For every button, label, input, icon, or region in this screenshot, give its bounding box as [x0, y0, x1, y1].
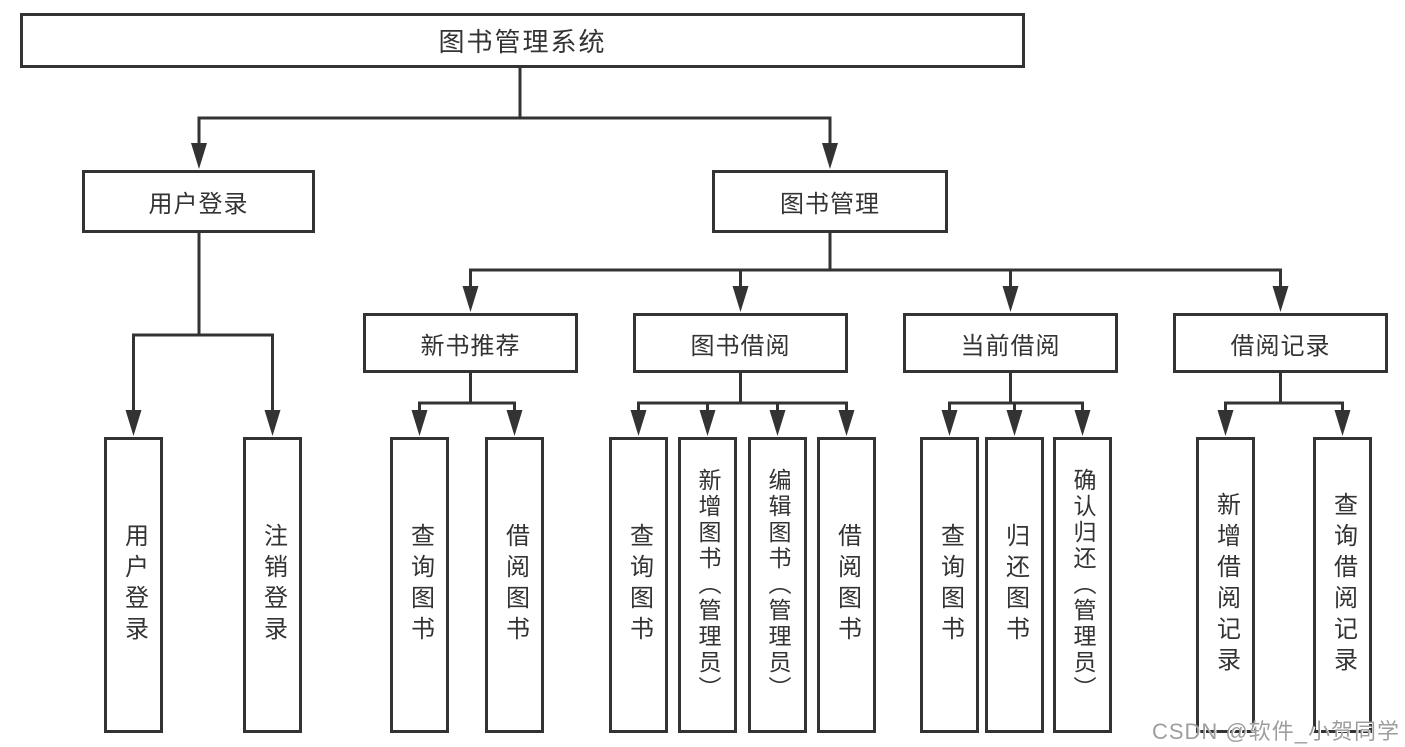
leaf-logout: 注销登录	[243, 437, 302, 733]
leaf-query-books-borrowing: 查询图书	[609, 437, 668, 733]
node-user-login: 用户登录	[82, 170, 315, 233]
leaf-confirm-return-admin: 确认归还（管理员）	[1053, 437, 1112, 733]
node-new-book-recommendation: 新书推荐	[363, 313, 578, 373]
leaf-borrow-books-recommendation: 借阅图书	[485, 437, 544, 733]
leaf-return-books: 归还图书	[985, 437, 1044, 733]
csdn-watermark: CSDN @软件_小贺同学	[1151, 719, 1400, 744]
leaf-user-login: 用户登录	[104, 437, 163, 733]
node-current-borrowing: 当前借阅	[903, 313, 1118, 373]
leaf-borrow-books: 借阅图书	[817, 437, 876, 733]
connector-user-login-to-leaves	[125, 233, 281, 436]
node-library-management-system: 图书管理系统	[20, 13, 1025, 68]
leaf-add-borrowing-record: 新增借阅记录	[1196, 437, 1255, 733]
connector-current-borrow-to-leaves	[941, 373, 1091, 436]
connector-root-to-level2	[191, 67, 838, 169]
leaf-edit-books-admin: 编辑图书（管理员）	[748, 437, 807, 733]
leaf-query-books-current: 查询图书	[920, 437, 979, 733]
node-book-management: 图书管理	[712, 170, 948, 233]
leaf-query-borrowing-record: 查询借阅记录	[1313, 437, 1372, 733]
connector-new-book-rec-to-leaves	[411, 373, 523, 436]
connector-book-borrow-to-leaves	[630, 373, 855, 436]
leaf-query-books-recommendation: 查询图书	[390, 437, 449, 733]
leaf-add-books-admin: 新增图书（管理员）	[678, 437, 737, 733]
node-borrowing-records: 借阅记录	[1173, 313, 1388, 373]
connector-book-mgmt-to-level3	[462, 233, 1289, 312]
connector-borrow-record-to-leaves	[1217, 373, 1351, 436]
node-book-borrowing: 图书借阅	[633, 313, 848, 373]
